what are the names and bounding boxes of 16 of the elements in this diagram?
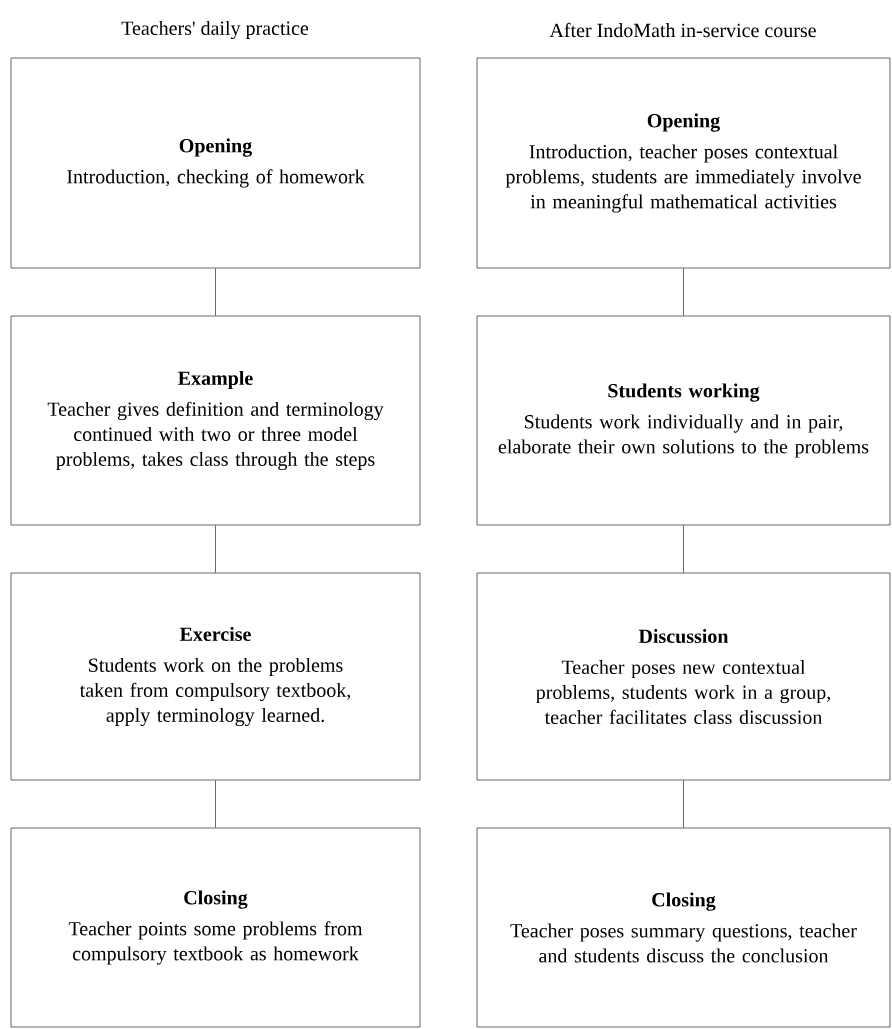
step-box: Discussion Teacher poses new contextual problems, students work in a group, teacher facilitates class discussion [476, 572, 891, 781]
step-box: Closing Teacher points some problems from compulsory textbook as homework [10, 827, 421, 1028]
step-box: Opening Introduction, teacher poses contextual problems, students are immediately involve in meaningful mathematical activities [476, 57, 891, 269]
column-heading: After IndoMath in-service course [549, 22, 816, 38]
step-box: Exercise Students work on the problems taken from compulsory textbook, apply terminology learned. [10, 572, 421, 781]
column-heading: Teachers' daily practice [121, 20, 309, 40]
connector-line [215, 780, 216, 828]
connector-line [683, 780, 684, 828]
step-box: Opening Introduction, checking of homework [10, 57, 421, 269]
step-box: Students working Students work individually and in pair, elaborate their own solutions to the problems [476, 315, 891, 526]
step-box: Example Teacher gives definition and terminology continued with two or three model problems, takes class through the steps [10, 315, 421, 526]
step-box: Closing Teacher poses summary questions, teacher and students discuss the conclusion [476, 827, 891, 1028]
connector-line [215, 525, 216, 573]
connector-line [683, 525, 684, 573]
connector-line [215, 268, 216, 316]
connector-line [683, 268, 684, 316]
